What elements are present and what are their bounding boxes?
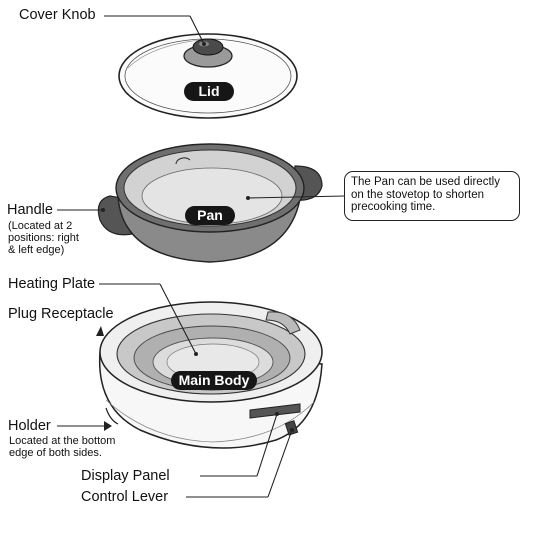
leader-dots [101,42,294,432]
handle-label: Handle [7,202,53,218]
display-panel-label: Display Panel [81,468,170,484]
cover-knob [183,38,233,68]
pan [97,143,323,263]
plug-receptacle-label: Plug Receptacle [8,306,114,322]
lid [118,33,298,119]
pan-badge: Pan [185,206,235,225]
holder-note-line-2: edge of both sides. [9,447,102,459]
cover-knob-label: Cover Knob [19,7,96,23]
heating-plate-label: Heating Plate [8,276,96,292]
pan-callout: The Pan can be used directly on the stov… [344,171,520,221]
handle-note-line-2: positions: right [8,232,79,244]
lid-badge: Lid [184,82,234,101]
handle-note-line-3: & left edge) [8,244,65,256]
holder-note-line-1: Located at the bottom [9,435,116,447]
main-body-badge: Main Body [171,371,257,390]
leader-lines [57,15,346,498]
holder-label: Holder [8,418,51,434]
holder-arrow [104,421,112,431]
control-lever-label: Control Lever [81,489,169,505]
handle-note-line-1: (Located at 2 [8,220,73,232]
plug-receptacle-arrow [96,326,104,336]
